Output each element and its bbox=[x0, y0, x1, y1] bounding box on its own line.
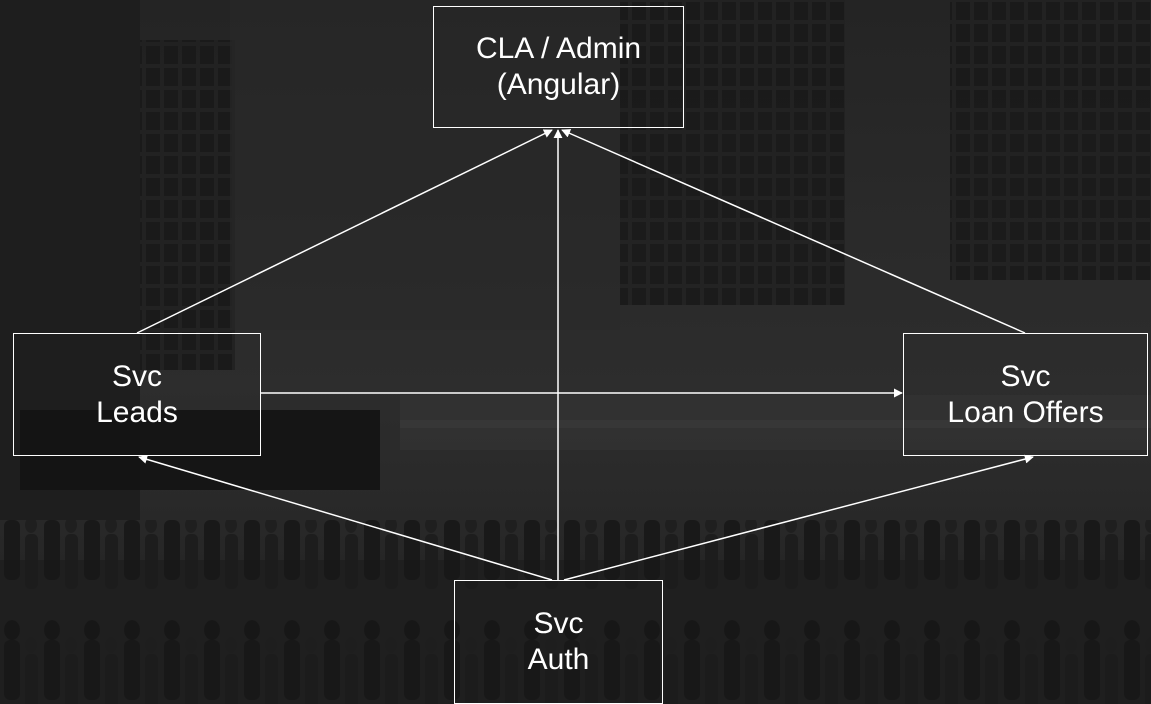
node-label-line: Leads bbox=[96, 395, 178, 429]
node-svc-auth: Svc Auth bbox=[454, 580, 663, 704]
node-label-line: Svc bbox=[111, 359, 162, 393]
node-label-line: Loan Offers bbox=[947, 395, 1104, 429]
node-label-line: Svc bbox=[1000, 359, 1051, 393]
edge-offers-to-admin bbox=[561, 129, 1026, 334]
edge-auth-to-offers bbox=[563, 454, 1034, 581]
node-svc-leads: Svc Leads bbox=[13, 333, 261, 456]
node-label-line: CLA / Admin bbox=[475, 32, 642, 65]
edge-auth-to-leads bbox=[138, 454, 553, 581]
node-cla-admin: CLA / Admin (Angular) bbox=[433, 6, 684, 128]
node-label-line: Svc bbox=[533, 607, 584, 640]
node-label-line: Auth bbox=[527, 643, 590, 676]
edge-leads-to-admin bbox=[136, 129, 553, 334]
node-svc-loan-offers: Svc Loan Offers bbox=[903, 333, 1148, 456]
node-label-line: (Angular) bbox=[496, 68, 621, 101]
